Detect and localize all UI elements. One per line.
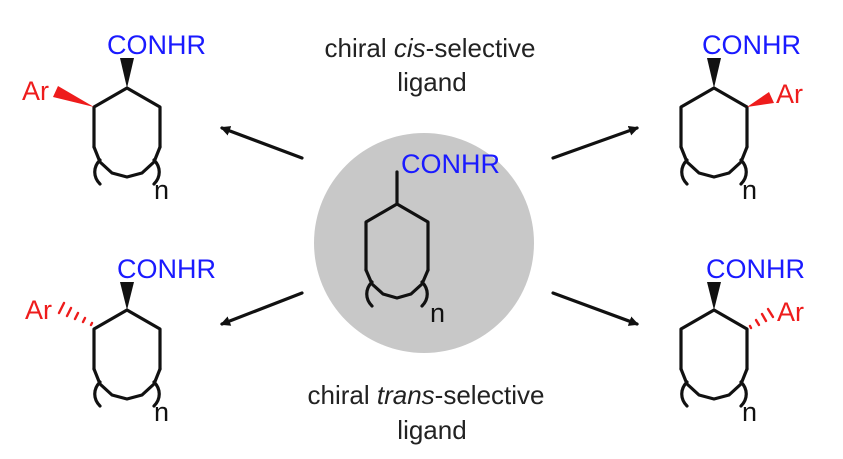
ring-index: n — [742, 397, 757, 427]
amide-label: CONHR — [706, 254, 805, 284]
product-trans-bottom-right: CONHR Ar n — [679, 254, 805, 427]
reaction-arrows — [220, 125, 639, 326]
substrate-amide-label: CONHR — [401, 149, 500, 179]
substrate-ring-index: n — [430, 298, 445, 328]
aryl-hashed-bond — [57, 301, 94, 327]
aryl-wedge-bond — [747, 92, 774, 107]
top-condition-line2: ligand — [397, 67, 466, 97]
product-trans-bottom-left: CONHR Ar n — [25, 254, 216, 427]
aryl-wedge-bond — [53, 86, 94, 107]
amide-wedge-bond — [120, 282, 134, 310]
amide-label: CONHR — [702, 30, 801, 60]
aryl-label: Ar — [25, 295, 52, 325]
top-condition-line1: chiral cis-selective — [325, 33, 536, 63]
top-condition-caption: chiral cis-selective ligand — [325, 33, 536, 97]
amide-wedge-bond — [707, 58, 721, 88]
aryl-label: Ar — [776, 79, 803, 109]
ring-index: n — [742, 175, 757, 205]
ring-index: n — [154, 397, 169, 427]
bottom-condition-caption: chiral trans-selective ligand — [307, 380, 544, 445]
arrow-to-top-left — [220, 126, 304, 160]
aryl-label: Ar — [777, 297, 804, 327]
arrow-to-top-right — [551, 125, 639, 160]
arrow-to-bottom-right — [551, 291, 639, 326]
ring-index: n — [154, 175, 169, 205]
amide-label: CONHR — [107, 30, 206, 60]
substrate-molecule: CONHR n — [314, 133, 534, 353]
product-cis-top-right: CONHR Ar n — [679, 30, 803, 205]
bottom-condition-line1: chiral trans-selective — [307, 380, 544, 410]
bottom-condition-line2: ligand — [397, 415, 466, 445]
aryl-hashed-bond — [748, 307, 775, 330]
amide-wedge-bond — [707, 282, 721, 310]
aryl-label: Ar — [22, 76, 49, 106]
substrate-ring — [364, 170, 430, 308]
amide-label: CONHR — [117, 254, 216, 284]
substrate-highlight-circle — [314, 133, 534, 353]
product-cis-top-left: CONHR Ar n — [22, 30, 206, 205]
amide-wedge-bond — [120, 58, 134, 88]
arrow-to-bottom-left — [220, 291, 304, 326]
